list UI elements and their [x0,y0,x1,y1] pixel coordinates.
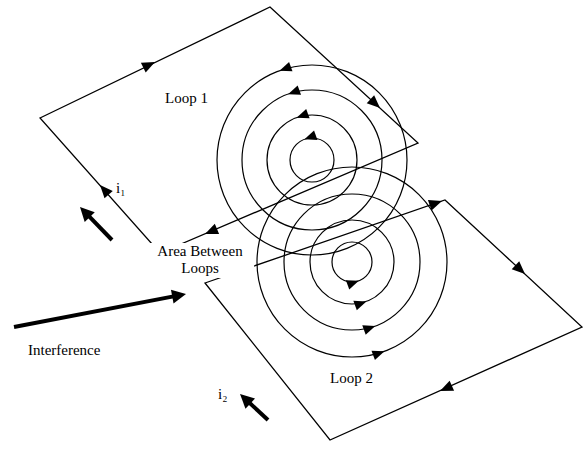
field-arrowhead [288,85,301,94]
field-arrowhead [353,301,366,310]
current-arrowhead [367,95,380,108]
field-line [332,242,372,282]
loop-label: Loop 2 [330,370,373,387]
loop-outline [40,7,418,253]
loop-wire [205,200,582,440]
current-arrowhead [205,224,219,234]
field-arrowhead [372,351,385,360]
current-arrowhead [100,185,113,198]
field-line [284,194,420,330]
current-label: i₁ [116,180,125,197]
region-label: Area Between Loops [146,243,254,278]
direction-arrow [87,214,112,240]
direction-arrowhead [240,394,255,409]
direction-arrow [14,296,176,327]
direction-arrowhead [171,290,186,304]
interference-label: Interference [28,342,100,359]
field-arrowhead [304,131,317,140]
current-label: i₂ [218,386,227,403]
current-arrowhead [512,261,525,274]
loop-label: Loop 1 [165,90,208,107]
direction-arrow [247,401,268,420]
field-line [267,115,357,205]
current-loop: Loop 1 [40,7,418,253]
field-arrowhead [280,62,293,71]
field-arrowhead [346,280,359,289]
loop-outline [205,200,582,440]
loop-wire [40,7,418,253]
current-loop: Loop 2 [205,200,582,440]
current-arrowhead [141,62,155,73]
field-arrowhead [297,109,310,118]
current-arrowhead [428,200,442,210]
field-arrowhead [362,325,375,334]
field-line [257,167,447,357]
direction-arrowhead [80,207,95,222]
current-arrowhead [440,381,454,391]
